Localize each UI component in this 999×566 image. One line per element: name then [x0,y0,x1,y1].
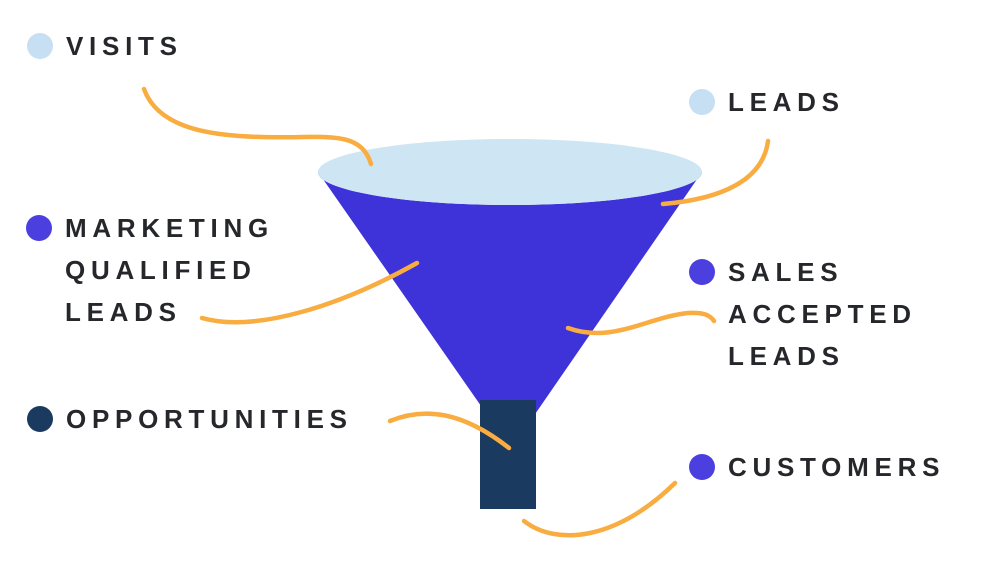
funnel-cone [318,172,702,449]
label-sales-accepted-leads: SALES ACCEPTED LEADS [689,251,917,377]
sal-label-text: SALES ACCEPTED LEADS [728,257,917,371]
label-leads: LEADS [689,89,845,115]
mql-dot-icon [26,215,52,241]
label-marketing-qualified-leads: MARKETING QUALIFIED LEADS [26,207,274,333]
connector-mql-line [199,260,420,325]
visits-label-text: VISITS [66,31,183,61]
opportunities-label-text: OPPORTUNITIES [66,404,353,434]
visits-dot-icon [27,33,53,59]
leads-label-text: LEADS [728,87,845,117]
funnel-mouth-ellipse [318,139,702,205]
customers-dot-icon [689,454,715,480]
connector-visits-line [141,86,374,167]
connector-lines [141,86,771,538]
mql-label-text: MARKETING QUALIFIED LEADS [65,213,274,327]
label-visits: VISITS [27,33,183,59]
sal-dot-icon [689,259,715,285]
connector-leads-line [660,138,771,207]
customers-label-text: CUSTOMERS [728,452,946,482]
leads-dot-icon [689,89,715,115]
opportunities-dot-icon [27,406,53,432]
funnel-stem [480,400,536,509]
label-opportunities: OPPORTUNITIES [27,406,353,432]
label-customers: CUSTOMERS [689,454,945,480]
connector-sal-line [565,310,717,336]
connector-customers-line [521,480,678,538]
connector-opportunities-line [387,411,512,451]
